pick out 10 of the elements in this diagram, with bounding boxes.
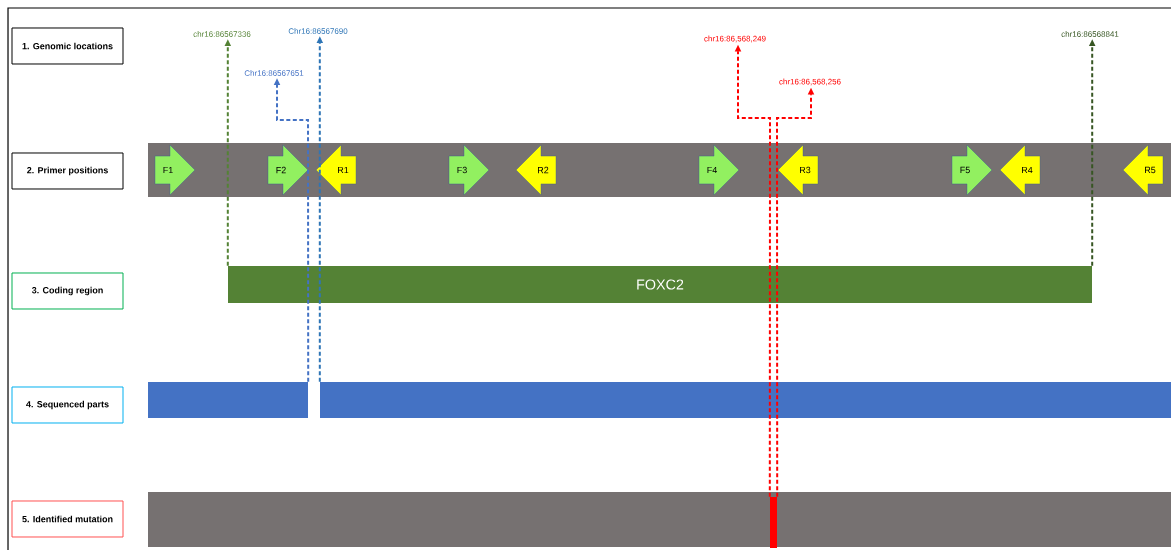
coding-region-bar: FOXC2: [228, 266, 1092, 303]
mutation-mark: [770, 497, 777, 548]
sequenced-part-bar: [148, 382, 308, 418]
row-label-box: 2. Primer positions: [11, 152, 124, 190]
row-label-box: 1. Genomic locations: [11, 27, 124, 65]
mutation-track-bar: [148, 492, 1171, 547]
row-label-box: 4. Sequenced parts: [11, 386, 124, 424]
row-label-box: 5. Identified mutation: [11, 500, 124, 538]
sequenced-part-bar: [320, 382, 1171, 418]
row-label-box: 3. Coding region: [11, 272, 124, 310]
